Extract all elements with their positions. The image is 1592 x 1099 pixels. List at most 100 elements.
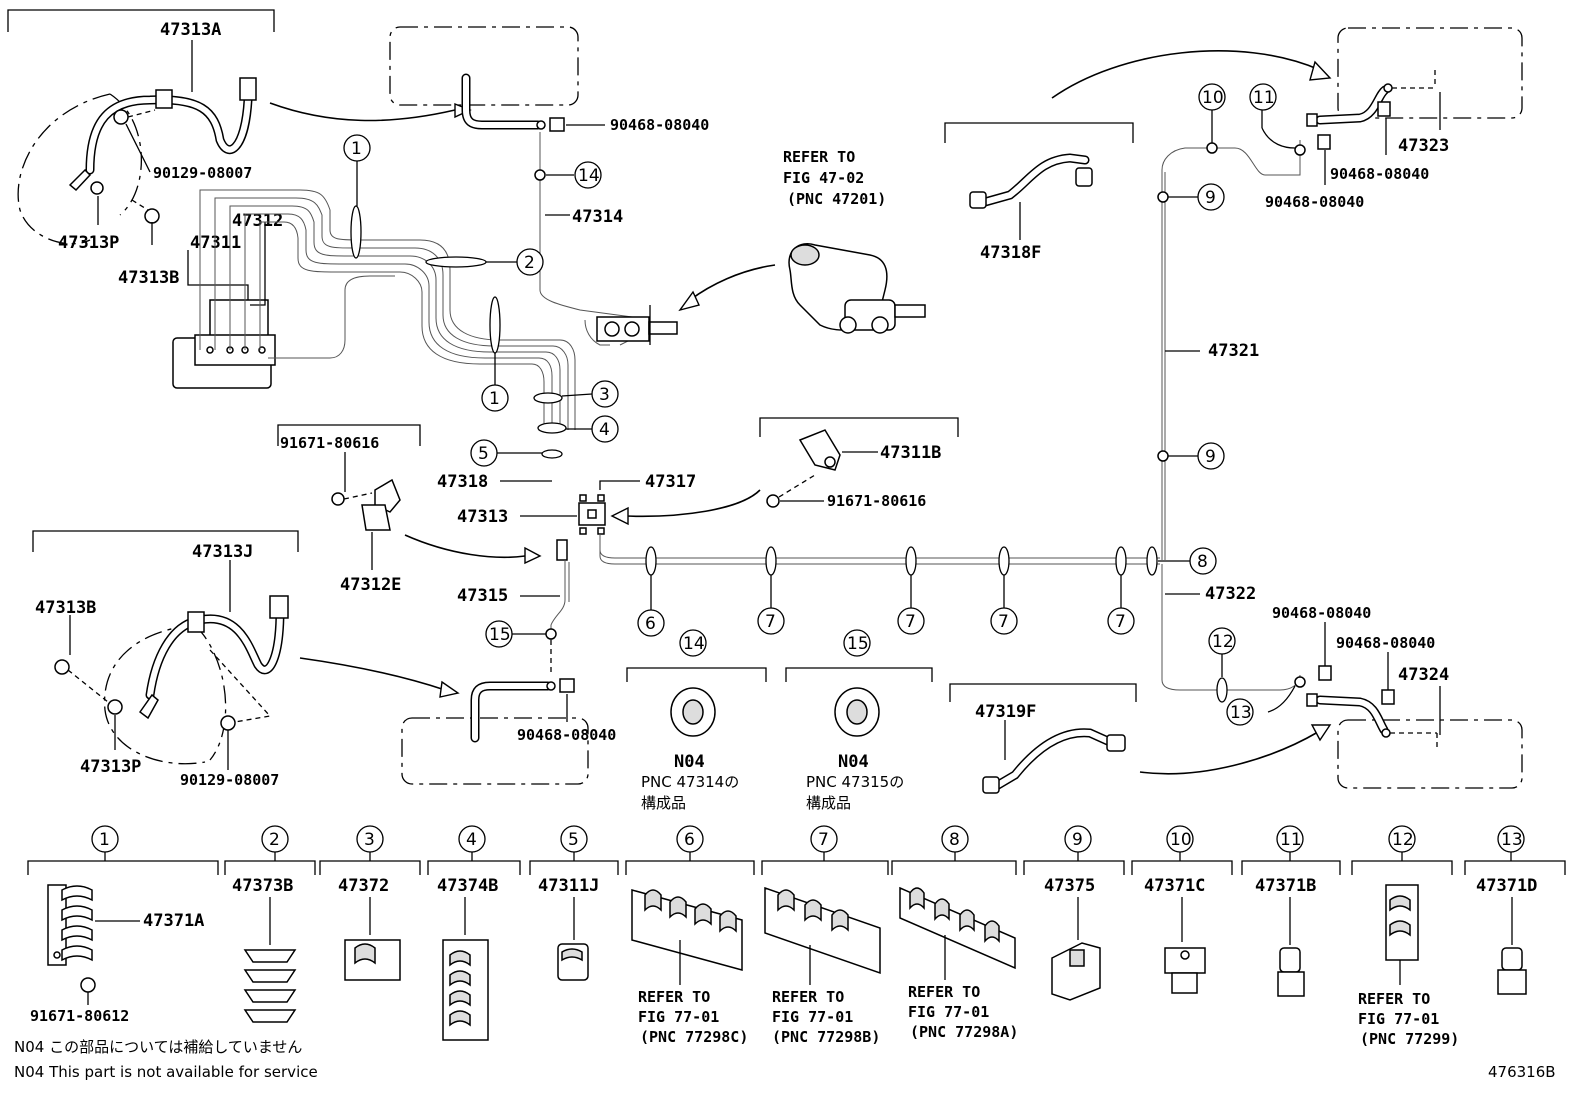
hose-47318F: 47318F — [944, 122, 1134, 263]
callout-14: 14 — [683, 634, 705, 654]
callout-15: 15 — [847, 634, 869, 654]
label-90468-c: 90468-08040 — [1265, 193, 1364, 211]
label-47318: 47318 — [437, 472, 488, 492]
label-47313: 47313 — [457, 507, 508, 527]
clamp-7-ref3: (PNC 77298B) — [772, 1028, 880, 1046]
callout-7d: 7 — [1115, 612, 1126, 632]
label-90468-a: 90468-08040 — [610, 116, 709, 134]
clamp-7-num: 7 — [818, 830, 829, 850]
grommet-14: 14 N04 PNC 47314の 構成品 — [626, 629, 767, 812]
clamp-10-part: 47371C — [1144, 876, 1205, 896]
clamp-12-num: 12 — [1392, 830, 1414, 850]
rear-left-47324: 90468-08040 90468-08040 47324 — [1272, 604, 1523, 789]
master-cylinder-refer: REFER TO FIG 47-02 (PNC 47201) — [596, 148, 926, 345]
n04-b-sub: 構成品 — [806, 794, 851, 812]
grommet-15: 15 N04 PNC 47315の 構成品 — [785, 629, 933, 812]
label-47313P-top: 47313P — [58, 233, 119, 253]
label-47322: 47322 — [1205, 584, 1256, 604]
pipe-47314: 47314 — [534, 132, 623, 227]
joint-47313: 47318 47317 47313 — [437, 472, 1160, 565]
callout-1a: 1 — [351, 139, 362, 159]
label-47313A: 47313A — [160, 20, 221, 40]
callout-5: 5 — [478, 444, 489, 464]
front-hose-47313A-group: 47313A 90129-08007 47313P 47313B — [7, 9, 275, 288]
label-47311B: 47311B — [880, 443, 941, 463]
label-47317: 47317 — [645, 472, 696, 492]
callout-13: 13 — [1230, 703, 1252, 723]
clamp-11-part: 47371B — [1255, 876, 1316, 896]
label-47315: 47315 — [457, 586, 508, 606]
clamp-8-num: 8 — [949, 830, 960, 850]
label-47313B-top: 47313B — [118, 268, 179, 288]
note-jp: N04 この部品については補給していません — [14, 1038, 302, 1056]
label-47313J: 47313J — [192, 542, 253, 562]
refer-mc-line3: (PNC 47201) — [787, 190, 886, 208]
clamp-6-ref1: REFER TO — [638, 988, 710, 1006]
callout-7c: 7 — [998, 612, 1009, 632]
refer-mc-line2: FIG 47-02 — [783, 169, 864, 187]
clamp-6-ref2: FIG 77-01 — [638, 1008, 719, 1026]
note-en: N04 This part is not available for servi… — [14, 1063, 318, 1081]
n04-a-pnc: PNC 47314の — [641, 773, 739, 791]
hose-47319F: 47319F — [949, 683, 1332, 794]
callout-10: 10 — [1202, 88, 1224, 108]
clamp-6-num: 6 — [684, 830, 695, 850]
clamp-1-part: 47371A — [143, 911, 204, 931]
clamp-6-ref3: (PNC 77298C) — [640, 1028, 748, 1046]
clamp-3-num: 3 — [364, 830, 375, 850]
clamp-3-part: 47372 — [338, 876, 389, 896]
clamp-8-ref3: (PNC 77298A) — [910, 1023, 1018, 1041]
clamp-2-num: 2 — [269, 830, 280, 850]
label-47321: 47321 — [1208, 341, 1259, 361]
callout-14-pipe: 14 — [578, 166, 600, 186]
callout-2: 2 — [524, 253, 535, 273]
n04-a-label: N04 — [674, 752, 705, 772]
clamp-12-ref3: (PNC 77299) — [1360, 1030, 1459, 1048]
label-90468-d: 90468-08040 — [517, 726, 616, 744]
abs-actuator-47312: 47312 47311 — [172, 211, 283, 389]
label-47314: 47314 — [572, 207, 623, 227]
clamp-5-num: 5 — [568, 830, 579, 850]
bracket-47312E: 91671-80616 47312E — [277, 424, 542, 595]
label-47319F: 47319F — [975, 702, 1036, 722]
callout-15-pipe: 15 — [489, 625, 511, 645]
callout-9a: 9 — [1205, 188, 1216, 208]
clamp-13-num: 13 — [1501, 830, 1523, 850]
callout-3: 3 — [599, 385, 610, 405]
label-91671-80616-b: 91671-80616 — [827, 492, 926, 510]
callout-4: 4 — [599, 420, 610, 440]
label-90468-f: 90468-08040 — [1336, 634, 1435, 652]
figure-id: 476316B — [1488, 1063, 1556, 1081]
callout-7b: 7 — [905, 612, 916, 632]
callout-1b: 1 — [489, 389, 500, 409]
n04-b-pnc: PNC 47315の — [806, 773, 904, 791]
brake-pipe-bundle — [199, 160, 641, 459]
clamp-4-part: 47374B — [437, 876, 498, 896]
clamp-5-part: 47311J — [538, 876, 599, 896]
rear-right-47323: 47323 90468-08040 90468-08040 — [1051, 27, 1523, 211]
clamp-8-ref2: FIG 77-01 — [908, 1003, 989, 1021]
label-90129-top: 90129-08007 — [153, 164, 252, 182]
clamp-8-ref1: REFER TO — [908, 983, 980, 1001]
clamp-9-num: 9 — [1072, 830, 1083, 850]
clamp-10-num: 10 — [1170, 830, 1192, 850]
clamp-7-ref1: REFER TO — [772, 988, 844, 1006]
callouts-upper: 1 2 1 3 4 5 14 — [343, 134, 619, 467]
label-90468-b: 90468-08040 — [1330, 165, 1429, 183]
rear-pipes-right: 9 9 10 11 47321 47322 12 13 — [1157, 83, 1306, 726]
clamp-11-num: 11 — [1280, 830, 1302, 850]
label-47324: 47324 — [1398, 665, 1449, 685]
label-90468-e: 90468-08040 — [1272, 604, 1371, 622]
clamp-9-part: 47375 — [1044, 876, 1095, 896]
callout-8: 8 — [1197, 552, 1208, 572]
clamp-12-ref2: FIG 77-01 — [1358, 1010, 1439, 1028]
clamp-4-num: 4 — [466, 830, 477, 850]
label-47318F: 47318F — [980, 243, 1041, 263]
refer-mc-line1: REFER TO — [783, 148, 855, 166]
label-47313B-bot: 47313B — [35, 598, 96, 618]
clamp-row: 1 47371A 91671-80612 2 47373B 3 47372 4 — [27, 825, 1566, 1048]
bracket-47311B: 47311B 91671-80616 — [759, 417, 959, 510]
callout-7a: 7 — [765, 612, 776, 632]
